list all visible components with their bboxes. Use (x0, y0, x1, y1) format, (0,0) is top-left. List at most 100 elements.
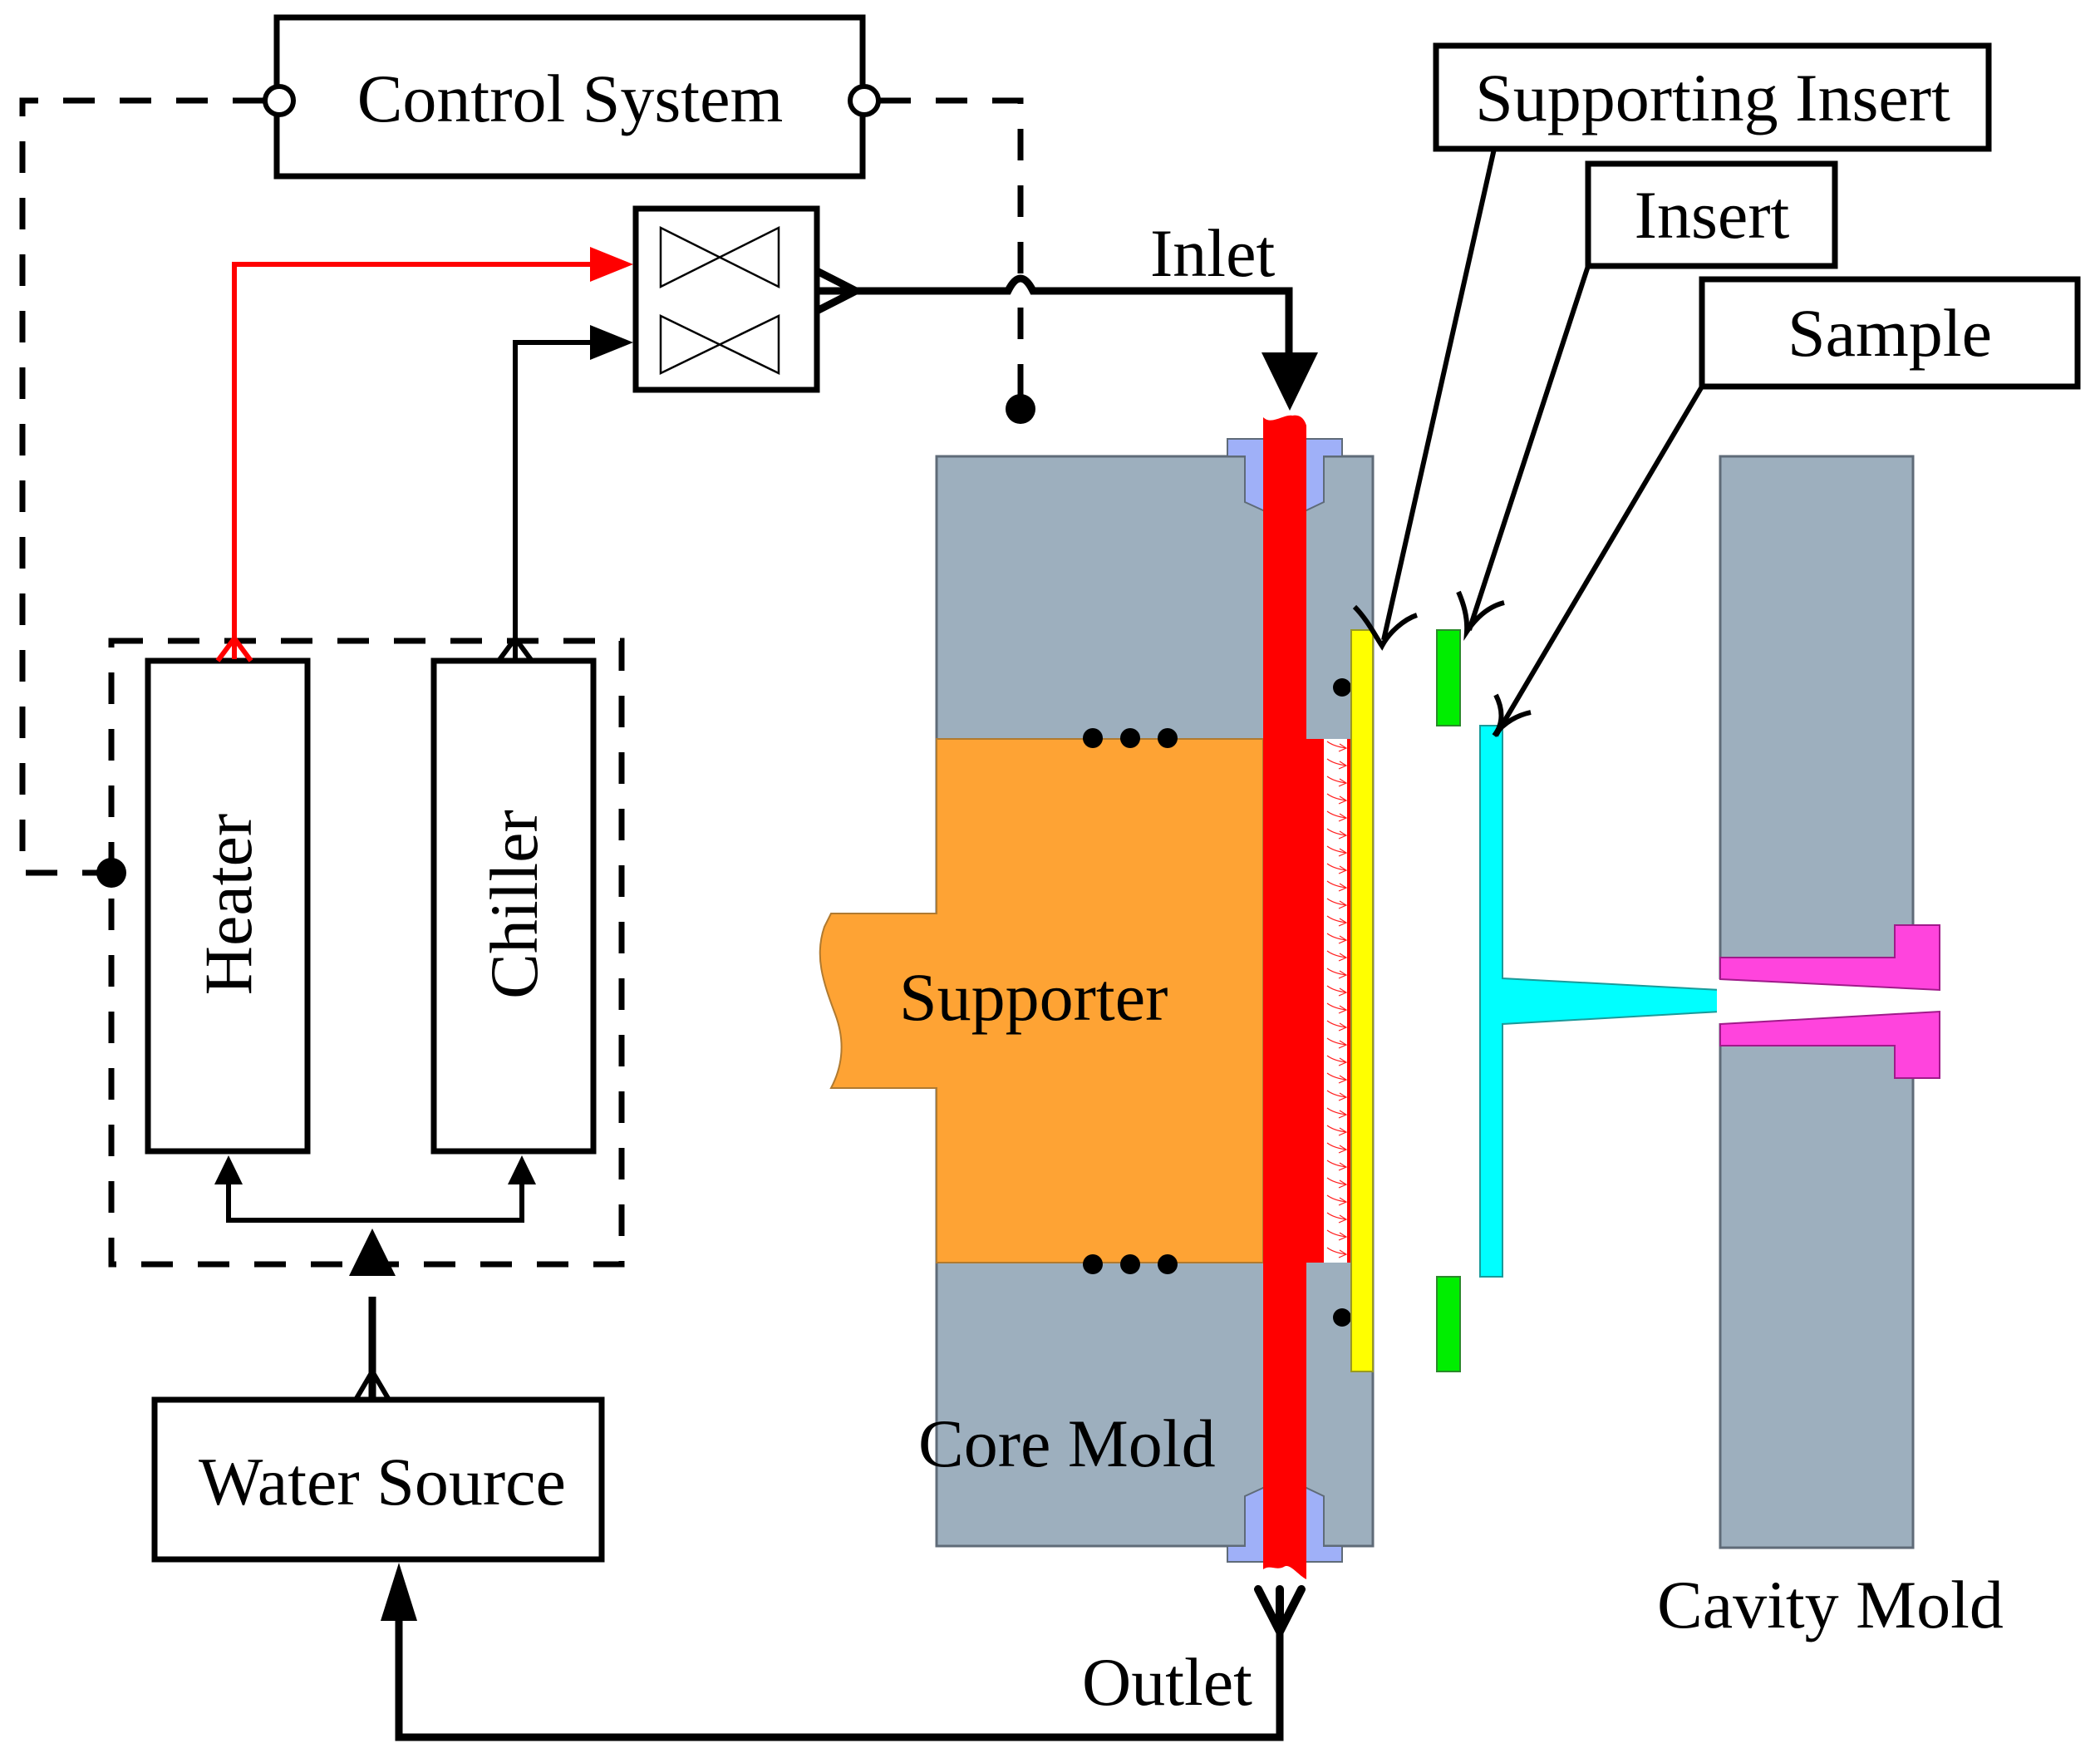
heater-label: Heater (190, 814, 266, 996)
heat-transfer-zone (1324, 739, 1349, 1263)
hot-water-arrowhead-icon (590, 247, 633, 282)
callout-supporting-insert: Supporting Insert (1352, 42, 1992, 651)
sample-label: Sample (1788, 295, 1992, 371)
inlet-supply-line (817, 274, 1293, 357)
core-mold-label: Core Mold (918, 1406, 1216, 1481)
callout-sample: Sample (1492, 276, 2081, 737)
return-water-line (395, 1621, 1284, 1741)
heat-flow-arrow-icon (1326, 1125, 1348, 1136)
inlet-label: Inlet (1150, 215, 1275, 291)
sample-leader-line (1493, 385, 1704, 737)
outlet-label: Outlet (1082, 1644, 1252, 1720)
insert-pointer-icon (1456, 590, 1505, 642)
heat-flow-arrow-icon (1326, 985, 1348, 997)
heat-flow-arrow-icon (1326, 1090, 1348, 1101)
heat-flow-arrow-icon (1326, 1142, 1348, 1154)
switching-valve (632, 205, 820, 393)
heat-flow-arrow-icon (1326, 1177, 1348, 1189)
sample-pointer-icon (1492, 693, 1532, 737)
seal-ring-icon (1333, 678, 1351, 697)
heat-flow-arrow-icon (1326, 1160, 1348, 1171)
heat-flow-arrow-icon (1326, 898, 1348, 909)
valve-outlet-fork-icon (814, 267, 860, 315)
return-arrowhead-icon (381, 1563, 417, 1621)
insert-leader-line (1467, 265, 1591, 631)
cavity-mold-label: Cavity Mold (1657, 1567, 2004, 1642)
seal-ring-icon (1083, 728, 1103, 748)
heater-inlet-arrowhead-icon (214, 1155, 243, 1184)
heat-flow-arrow-icon (1326, 1107, 1348, 1119)
seal-ring-icon (1158, 1254, 1178, 1274)
insert-upper (1436, 629, 1461, 726)
heat-flow-arrow-icon (1326, 915, 1348, 927)
heat-flow-arrow-icon (1326, 828, 1348, 840)
heat-flow-arrow-icon (1326, 968, 1348, 979)
sample-part (1479, 725, 1721, 1278)
inlet-arrowhead-icon (1261, 352, 1318, 411)
cold-water-line (513, 340, 590, 659)
callout-insert: Insert (1456, 160, 1838, 642)
sprue-bushing-lower (1719, 1010, 1940, 1079)
heat-flow-arrow-icon (1326, 810, 1348, 822)
heat-flow-arrow-icon (1326, 1229, 1348, 1241)
heat-flow-arrow-icon (1326, 758, 1348, 770)
heat-flow-arrow-icon (1326, 1072, 1348, 1084)
heat-flow-arrow-icon (1326, 1212, 1348, 1224)
water-source-label: Water Source (199, 1444, 566, 1519)
heat-flow-arrow-icon (1326, 1194, 1348, 1206)
cold-water-arrowhead-icon (590, 325, 633, 360)
control-port-right-icon (848, 84, 881, 117)
control-system-block: Control System (263, 14, 881, 180)
seal-ring-icon (1083, 1254, 1103, 1274)
supply-arrowhead-icon (349, 1229, 396, 1276)
heat-flow-arrow-icon (1326, 1037, 1348, 1049)
heater-block: Heater (145, 657, 311, 1155)
water-source-block: Water Source (151, 1396, 605, 1563)
control-port-left-icon (263, 84, 296, 117)
chiller-box (430, 657, 597, 1155)
supporting-insert-label: Supporting Insert (1475, 60, 1950, 135)
cavity-mold-assembly: Cavity Mold (1657, 455, 2004, 1642)
valve-cold-icon (659, 314, 780, 375)
chiller-outlet-fork-icon (496, 633, 534, 662)
outlet-fork-icon (1254, 1585, 1306, 1642)
heater-box (145, 657, 311, 1155)
valve-hot-icon (659, 225, 780, 289)
valve-box (632, 205, 820, 393)
supporting-insert (1350, 629, 1374, 1372)
temperature-sensor-node-icon (1006, 394, 1035, 424)
chiller-block: Chiller (430, 657, 597, 1155)
heat-flow-arrow-icon (1326, 950, 1348, 962)
seal-ring-icon (1158, 728, 1178, 748)
insert-lower (1436, 1276, 1461, 1372)
heat-flow-arrow-icon (1326, 933, 1348, 944)
chiller-inlet-arrowhead-icon (508, 1155, 536, 1184)
insert-callout-box (1585, 160, 1838, 269)
supporting-insert-leader-line (1381, 148, 1497, 641)
supporter-label: Supporter (899, 959, 1168, 1035)
control-system-label: Control System (357, 61, 784, 136)
heat-flow-arrows (1326, 741, 1348, 1258)
heat-flow-arrow-icon (1326, 793, 1348, 805)
seal-ring-icon (1333, 1308, 1351, 1327)
control-signal-line-sensor-upper (879, 97, 1024, 287)
seal-ring-icon (1120, 1254, 1140, 1274)
supporter-block (819, 738, 1264, 1263)
heat-flow-arrow-icon (1326, 880, 1348, 892)
heat-flow-arrow-icon (1326, 1002, 1348, 1014)
sample-callout-box (1699, 276, 2081, 390)
hot-water-line (232, 262, 590, 659)
sprue-bushing-upper (1719, 924, 1940, 992)
supporting-insert-callout-box (1433, 42, 1992, 152)
water-source-box (151, 1396, 605, 1563)
water-source-outlet-fork-icon (353, 1367, 391, 1401)
heat-transfer-edge (1347, 739, 1351, 1263)
heat-flow-arrow-icon (1326, 776, 1348, 787)
insert-label: Insert (1635, 177, 1790, 253)
temperature-unit-enclosure (108, 638, 625, 1268)
heat-flow-arrow-icon (1326, 1247, 1348, 1258)
heat-flow-arrow-icon (1326, 863, 1348, 874)
cooling-heating-channel (1263, 415, 1324, 1579)
supporting-insert-pointer-icon (1352, 604, 1419, 651)
